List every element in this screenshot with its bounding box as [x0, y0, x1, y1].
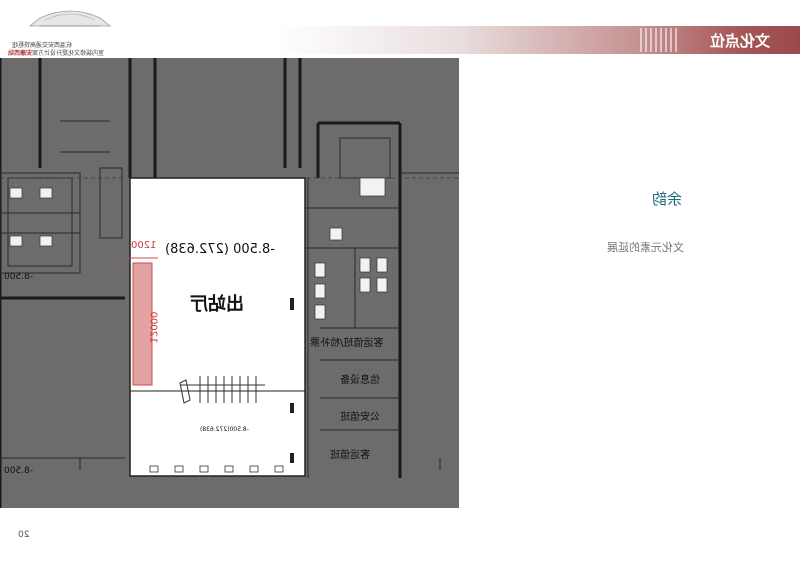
- plan-hall-name: 出站厅: [190, 294, 244, 315]
- logo: 杭温西安交通高铁枢纽 室内装修文化提升设计方案安康西站: [0, 0, 165, 58]
- page-number: 20: [18, 530, 30, 540]
- logo-project-title: 室内装修文化提升设计方案安康西站: [8, 50, 105, 57]
- plan-dimension-width: 1200: [131, 240, 157, 251]
- plan-elevation-bottom-left: -8.500: [4, 466, 34, 476]
- section-title-text: 文化点位: [709, 32, 770, 50]
- plan-room-label: 公安值班: [340, 412, 380, 423]
- section-title: 文化点位: [690, 30, 790, 52]
- header-bar: [276, 26, 800, 54]
- station-logo-icon: [28, 10, 112, 27]
- plan-room-label: 客运值班: [330, 450, 370, 461]
- floor-plan-drawing: [0, 58, 459, 508]
- description: 文化元素的延展: [607, 241, 684, 254]
- floor-plan: -8.500 (272.638) 出站厅 1200 12000 -8.500(2…: [0, 58, 459, 508]
- plan-elevation-small: -8.500(272.638): [200, 426, 249, 433]
- plan-room-label: 客运值班/检补票: [310, 338, 384, 349]
- subtitle: 余韵: [651, 190, 682, 208]
- header-stripe-decoration: [640, 28, 680, 52]
- plan-dimension-length: 12000: [147, 311, 159, 344]
- plan-room-label: 信息设备: [340, 375, 380, 386]
- plan-elevation-left: -8.500: [4, 272, 34, 282]
- plan-elevation-main: -8.500 (272.638): [165, 242, 275, 257]
